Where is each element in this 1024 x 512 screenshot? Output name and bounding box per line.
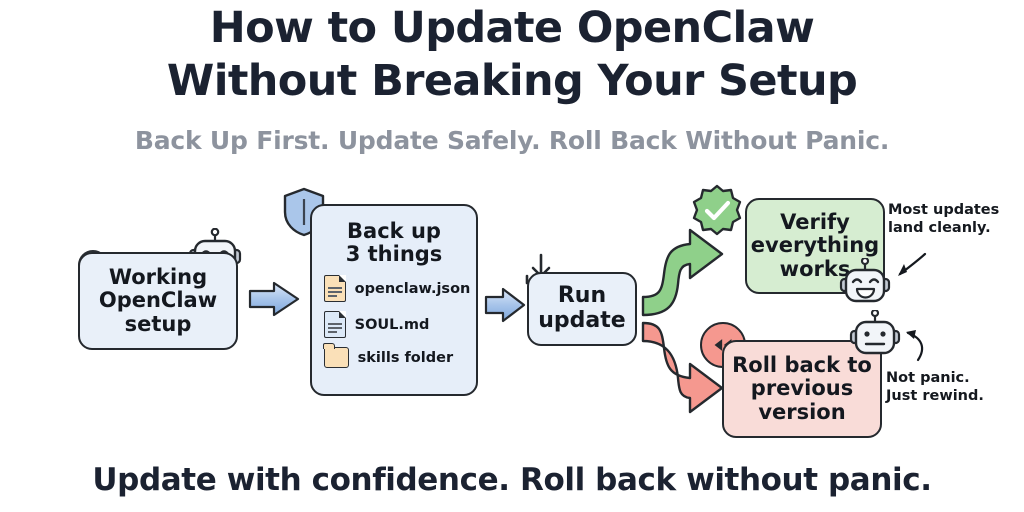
node-working-setup-line1: Working xyxy=(108,264,208,289)
node-backup-title-line1: Back up xyxy=(347,219,441,243)
node-run-update[interactable]: Run update xyxy=(527,272,637,346)
node-backup-title-line2: 3 things xyxy=(345,242,443,267)
happy-robot-icon xyxy=(839,258,891,303)
folder-icon xyxy=(323,343,349,369)
node-run-update-line1: Run xyxy=(557,283,607,309)
node-backup[interactable]: Back up 3 things openclaw.json SOUL.md s… xyxy=(310,204,478,396)
node-working-setup[interactable]: Working OpenClaw setup xyxy=(78,252,238,350)
node-rollback-line2: previous xyxy=(750,376,854,401)
footer-tagline: Update with confidence. Roll back withou… xyxy=(92,462,932,498)
page-title: How to Update OpenClaw Without Breaking … xyxy=(166,3,858,106)
backup-items-list: openclaw.json SOUL.md skills folder xyxy=(318,274,471,369)
node-verify-line2: everything xyxy=(750,233,880,258)
page-subtitle: Back Up First. Update Safely. Roll Back … xyxy=(134,126,890,155)
arrow-backup-to-run xyxy=(484,287,526,323)
note-most-updates-land-cleanly: Most updates land cleanly. xyxy=(888,202,1000,237)
backup-item-label: skills folder xyxy=(357,349,454,366)
backup-item-label: SOUL.md xyxy=(354,316,430,333)
list-item: skills folder xyxy=(323,343,471,369)
node-working-setup-line3: setup xyxy=(124,311,192,336)
document-icon xyxy=(323,274,347,303)
arrow-run-to-verify xyxy=(641,228,724,317)
node-backup-title: Back up 3 things xyxy=(345,219,443,267)
node-rollback-line1: Roll back to xyxy=(732,352,872,377)
list-item: openclaw.json xyxy=(323,274,471,303)
note-not-panic-just-rewind: Not panic. Just rewind. xyxy=(886,370,984,405)
neutral-robot-icon xyxy=(849,310,901,355)
node-rollback[interactable]: Roll back to previous version xyxy=(722,340,882,438)
document-icon xyxy=(323,310,347,339)
node-verify-line3: works xyxy=(779,256,851,281)
list-item: SOUL.md xyxy=(323,310,471,339)
arrow-start-to-backup xyxy=(248,281,300,317)
node-verify-line1: Verify xyxy=(780,209,850,234)
note-arrow-clean xyxy=(898,252,927,276)
node-working-setup-line2: OpenClaw xyxy=(98,288,218,313)
node-run-update-line2: update xyxy=(538,308,626,333)
check-badge-icon xyxy=(692,184,742,236)
note-arrow-panic xyxy=(906,330,924,362)
backup-item-label: openclaw.json xyxy=(354,280,471,297)
node-rollback-line3: version xyxy=(758,399,846,424)
